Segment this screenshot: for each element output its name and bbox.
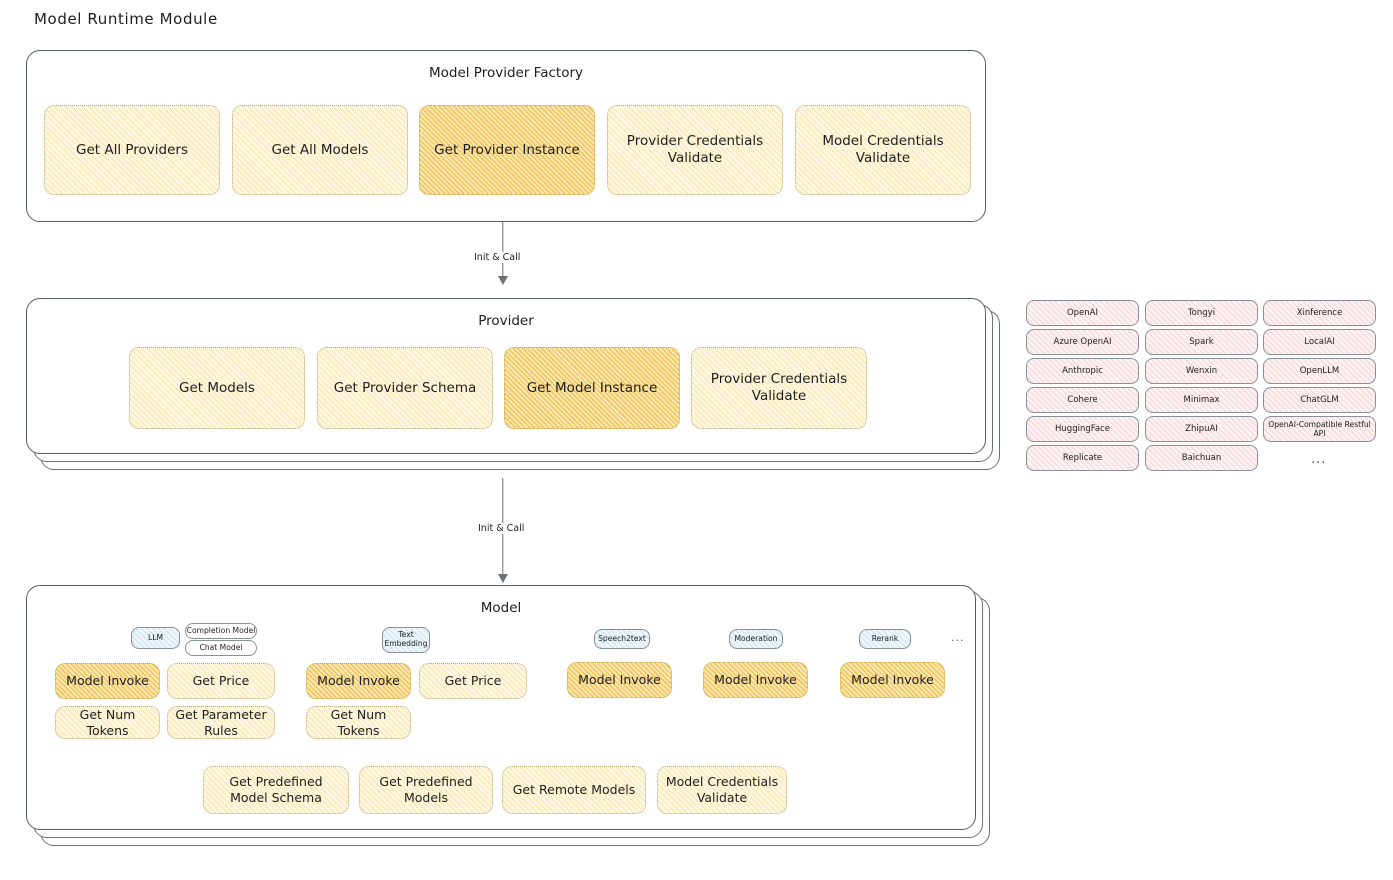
- moderation-method-model-invoke[interactable]: Model Invoke: [703, 662, 808, 698]
- provider-chip-azure-openai[interactable]: Azure OpenAI: [1026, 329, 1139, 355]
- model-type-tag-text-embedding[interactable]: Text Embedding: [382, 627, 430, 653]
- arrow-head: [498, 574, 508, 583]
- provider-chip-zhipuai[interactable]: ZhipuAI: [1145, 416, 1258, 442]
- speech2text-method-model-invoke[interactable]: Model Invoke: [567, 662, 672, 698]
- provider-title: Provider: [478, 313, 534, 329]
- model-shared-method-model-credentials-validate[interactable]: Model Credentials Validate: [657, 766, 787, 814]
- model-subtag-completion-model[interactable]: Completion Model: [185, 623, 257, 639]
- arrow-head: [498, 276, 508, 285]
- provider-chip-chatglm[interactable]: ChatGLM: [1263, 387, 1376, 413]
- model-subtag-chat-model[interactable]: Chat Model: [185, 640, 257, 656]
- provider-chip-anthropic[interactable]: Anthropic: [1026, 358, 1139, 384]
- llm-method-model-invoke[interactable]: Model Invoke: [55, 663, 160, 699]
- provider-chip-minimax[interactable]: Minimax: [1145, 387, 1258, 413]
- factory-method-provider-credentials-validate[interactable]: Provider Credentials Validate: [607, 105, 783, 195]
- provider-chip-replicate[interactable]: Replicate: [1026, 445, 1139, 471]
- model-panel: Model: [26, 585, 976, 830]
- model-type-tag-speech2text[interactable]: Speech2text: [594, 629, 650, 649]
- provider-method-get-provider-schema[interactable]: Get Provider Schema: [317, 347, 493, 429]
- provider-chip-xinference[interactable]: Xinference: [1263, 300, 1376, 326]
- model-type-tag-llm[interactable]: LLM: [131, 627, 180, 649]
- model-title: Model: [480, 600, 522, 616]
- provider-chip-localai[interactable]: LocalAI: [1263, 329, 1376, 355]
- provider-chip-openai-compatible-restful-api[interactable]: OpenAI-Compatible Restful API: [1263, 416, 1376, 442]
- rerank-method-model-invoke[interactable]: Model Invoke: [840, 662, 945, 698]
- model-type-tag-moderation[interactable]: Moderation: [729, 629, 783, 649]
- text-embedding-method-get-price[interactable]: Get Price: [419, 663, 527, 699]
- provider-chip-baichuan[interactable]: Baichuan: [1145, 445, 1258, 471]
- provider-chip-spark[interactable]: Spark: [1145, 329, 1258, 355]
- provider-chip-openai[interactable]: OpenAI: [1026, 300, 1139, 326]
- provider-method-get-model-instance[interactable]: Get Model Instance: [504, 347, 680, 429]
- llm-method-get-num-tokens[interactable]: Get Num Tokens: [55, 706, 160, 739]
- provider-chip-huggingface[interactable]: HuggingFace: [1026, 416, 1139, 442]
- factory-method-get-provider-instance[interactable]: Get Provider Instance: [419, 105, 595, 195]
- factory-method-get-all-models[interactable]: Get All Models: [232, 105, 408, 195]
- provider-chip-openllm[interactable]: OpenLLM: [1263, 358, 1376, 384]
- model-shared-method-get-remote-models[interactable]: Get Remote Models: [502, 766, 646, 814]
- provider-chip-cohere[interactable]: Cohere: [1026, 387, 1139, 413]
- text-embedding-method-get-num-tokens[interactable]: Get Num Tokens: [306, 706, 411, 739]
- factory-method-get-all-providers[interactable]: Get All Providers: [44, 105, 220, 195]
- provider-chip-wenxin[interactable]: Wenxin: [1145, 358, 1258, 384]
- page-title: Model Runtime Module: [34, 10, 218, 28]
- model-shared-method-get-predefined-model-schema[interactable]: Get Predefined Model Schema: [203, 766, 349, 814]
- model-type-tag-rerank[interactable]: Rerank: [859, 629, 911, 649]
- provider-chip-tongyi[interactable]: Tongyi: [1145, 300, 1258, 326]
- arrow-label-init-and-call-2: Init & Call: [474, 523, 529, 534]
- llm-method-get-price[interactable]: Get Price: [167, 663, 275, 699]
- llm-method-get-parameter-rules[interactable]: Get Parameter Rules: [167, 706, 275, 739]
- factory-method-model-credentials-validate[interactable]: Model Credentials Validate: [795, 105, 971, 195]
- text-embedding-method-model-invoke[interactable]: Model Invoke: [306, 663, 411, 699]
- provider-list-more: ...: [1311, 452, 1327, 467]
- provider-method-get-models[interactable]: Get Models: [129, 347, 305, 429]
- arrow-label-init-and-call-1: Init & Call: [470, 252, 525, 263]
- model-provider-factory-title: Model Provider Factory: [428, 65, 583, 81]
- provider-method-provider-credentials-validate[interactable]: Provider Credentials Validate: [691, 347, 867, 429]
- model-types-more: ...: [951, 631, 965, 644]
- model-shared-method-get-predefined-models[interactable]: Get Predefined Models: [359, 766, 493, 814]
